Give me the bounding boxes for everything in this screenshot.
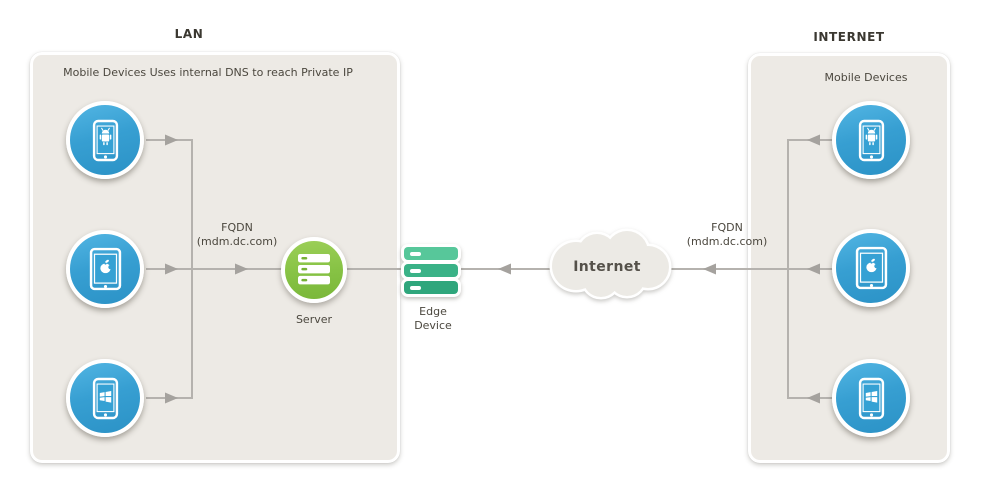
internet-fqdn-line2: (mdm.dc.com)	[686, 235, 768, 248]
led-indicator	[410, 285, 421, 290]
android-phone-icon	[92, 119, 118, 161]
windows-device-icon-internet	[832, 359, 910, 437]
edge-bar	[404, 281, 458, 294]
apple-device-icon-internet	[832, 229, 910, 307]
arrow-left-icon	[703, 263, 716, 275]
android-device-icon-lan	[66, 101, 144, 179]
apple-tablet-icon	[855, 246, 887, 290]
edge-device-icon	[404, 247, 458, 294]
internet-fqdn-line1: FQDN	[711, 221, 743, 234]
server-stack-icon	[298, 254, 330, 285]
led-indicator	[410, 251, 421, 256]
lan-zone-title: LAN	[174, 27, 204, 41]
led-indicator	[410, 268, 421, 273]
windows-phone-icon	[92, 377, 118, 419]
internet-cloud-label: Internet	[573, 259, 641, 275]
android-device-icon-internet	[832, 101, 910, 179]
server-icon	[281, 237, 347, 303]
internet-zone-title: INTERNET	[813, 30, 885, 44]
edge-bar	[404, 264, 458, 277]
android-phone-icon	[858, 119, 884, 161]
apple-device-icon-lan	[66, 230, 144, 308]
apple-tablet-icon	[89, 247, 121, 291]
lan-subtitle: Mobile Devices Uses internal DNS to reac…	[63, 66, 353, 79]
windows-phone-icon	[858, 377, 884, 419]
internet-fqdn-label: FQDN (mdm.dc.com)	[667, 221, 787, 249]
internet-subtitle: Mobile Devices	[824, 71, 908, 84]
arrow-left-icon	[498, 263, 511, 275]
lan-fqdn-line1: FQDN	[221, 221, 253, 234]
lan-fqdn-line2: (mdm.dc.com)	[196, 235, 278, 248]
windows-device-icon-lan	[66, 359, 144, 437]
server-label: Server	[295, 313, 333, 326]
edge-device-label: Edge Device	[414, 305, 452, 332]
lan-fqdn-label: FQDN (mdm.dc.com)	[177, 221, 297, 249]
edge-bar	[404, 247, 458, 260]
